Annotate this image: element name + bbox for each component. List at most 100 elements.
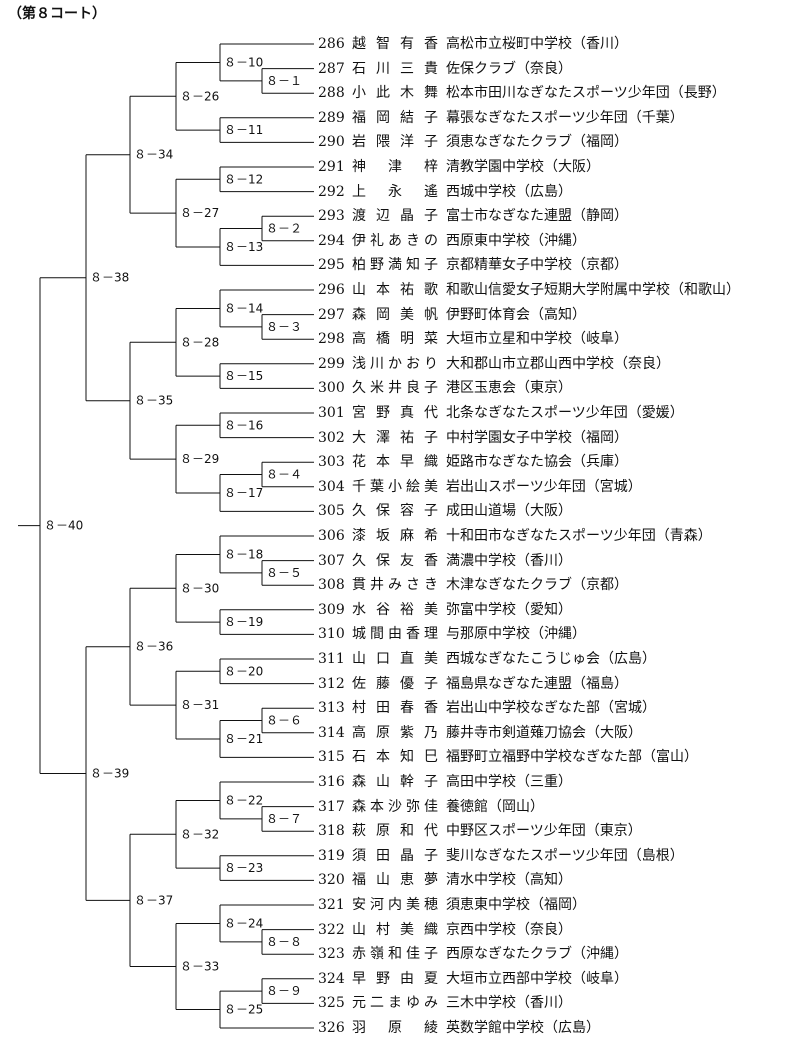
entry-number: 313 [318, 700, 345, 717]
entry-number: 294 [318, 232, 345, 249]
match-label: ８－27 [180, 206, 219, 220]
entry-number: 286 [318, 36, 345, 52]
entry-row: 318 萩原和代中野区スポーツ少年団（東京） [318, 821, 642, 841]
match-label: ８－10 [224, 55, 263, 69]
entry-name: 高原紫乃 [352, 724, 438, 741]
entry-name: 安河内美穂 [352, 897, 438, 913]
entry-number: 300 [318, 380, 345, 397]
entry-team: 大和郡山市立郡山西中学校（奈良） [446, 355, 670, 372]
entry-number: 289 [318, 109, 345, 126]
entry-name: 羽原綾 [352, 1020, 438, 1036]
match-label: ８－23 [224, 861, 263, 875]
entry-team: 中野区スポーツ少年団（東京） [446, 823, 642, 840]
entry-team: 養徳館（岡山） [446, 798, 544, 815]
entry-name: 萩原和代 [352, 823, 438, 840]
entry-name: 大澤祐子 [352, 429, 438, 446]
match-label: ８－12 [224, 172, 263, 186]
entry-team: 大垣市立西部中学校（岐阜） [446, 970, 628, 987]
entry-team: 満濃中学校（香川） [446, 552, 572, 569]
match-label: ８－15 [224, 369, 263, 383]
entry-number: 314 [318, 724, 345, 741]
match-label: ８－20 [224, 664, 263, 678]
entry-name: 渡辺晶子 [352, 208, 438, 225]
entry-number: 287 [318, 60, 345, 77]
entry-number: 306 [318, 528, 345, 544]
match-label: ８－６ [266, 714, 302, 728]
entry-team: 与那原中学校（沖縄） [446, 626, 586, 643]
entry-number: 315 [318, 749, 345, 766]
entry-number: 299 [318, 355, 345, 372]
entry-name: 小此木舞 [352, 85, 438, 102]
entry-team: 英数学館中学校（広島） [446, 1020, 600, 1036]
entry-name: 久保容子 [352, 503, 438, 520]
entry-number: 307 [318, 552, 345, 569]
entry-team: 岩出山スポーツ少年団（宮城） [446, 478, 642, 495]
match-label: ８－32 [180, 827, 219, 841]
match-label: ８－９ [266, 984, 302, 998]
match-label: ８－39 [90, 767, 129, 781]
entry-name: 伊礼あきの [352, 232, 438, 249]
match-label: ８－13 [224, 240, 263, 254]
entry-name: 花本早織 [352, 454, 438, 471]
entry-team: 和歌山信愛女子短期大学附属中学校（和歌山） [446, 282, 740, 298]
entry-name: 漆坂麻希 [352, 528, 438, 544]
entry-number: 293 [318, 208, 345, 225]
entry-number: 319 [318, 847, 345, 864]
entry-team: 須恵東中学校（福岡） [446, 897, 586, 913]
match-label: ８－３ [266, 320, 302, 334]
entry-team: 成田山道場（大阪） [446, 503, 572, 520]
match-label: ８－５ [266, 566, 302, 580]
match-label: ８－40 [44, 519, 83, 533]
entry-team: 福島県なぎなた連盟（福島） [446, 675, 628, 692]
entry-team: 藤井寺市剣道薙刀協会（大阪） [446, 724, 642, 741]
entry-row: 304 千葉小絵美岩出山スポーツ少年団（宮城） [318, 477, 642, 497]
entry-name: 千葉小絵美 [352, 478, 438, 495]
match-label: ８－21 [224, 732, 263, 746]
entry-team: 中村学園女子中学校（福岡） [446, 429, 628, 446]
entry-team: 西城なぎなたこうじゅ会（広島） [446, 651, 656, 667]
entry-name: 早野由夏 [352, 970, 438, 987]
entry-number: 301 [318, 405, 345, 421]
entry-team: 木津なぎなたクラブ（京都） [446, 577, 628, 594]
entry-name: 石川三貴 [352, 60, 438, 77]
entry-number: 303 [318, 454, 345, 471]
entry-name: 赤嶺和佳子 [352, 946, 438, 963]
entry-name: 上永遙 [352, 183, 438, 200]
entry-number: 318 [318, 823, 345, 840]
match-label: ８－28 [180, 335, 219, 349]
entry-name: 福岡結子 [352, 109, 438, 126]
entry-number: 325 [318, 995, 345, 1012]
entry-number: 290 [318, 134, 345, 151]
entry-number: 304 [318, 478, 345, 495]
match-label: ８－34 [134, 148, 173, 162]
entry-team: 弥富中学校（愛知） [446, 601, 572, 618]
entry-number: 323 [318, 946, 345, 963]
entry-number: 308 [318, 577, 345, 594]
entry-team: 姫路市なぎなた協会（兵庫） [446, 454, 628, 471]
entry-number: 320 [318, 872, 345, 889]
entry-team: 岩出山中学校なぎなた部（宮城） [446, 700, 656, 717]
match-label: ８－31 [180, 698, 219, 712]
entry-name: 福山恵夢 [352, 872, 438, 889]
match-label: ８－８ [266, 935, 302, 949]
match-label: ８－22 [224, 793, 263, 807]
entry-number: 288 [318, 85, 345, 102]
match-label: ８－29 [180, 452, 219, 466]
